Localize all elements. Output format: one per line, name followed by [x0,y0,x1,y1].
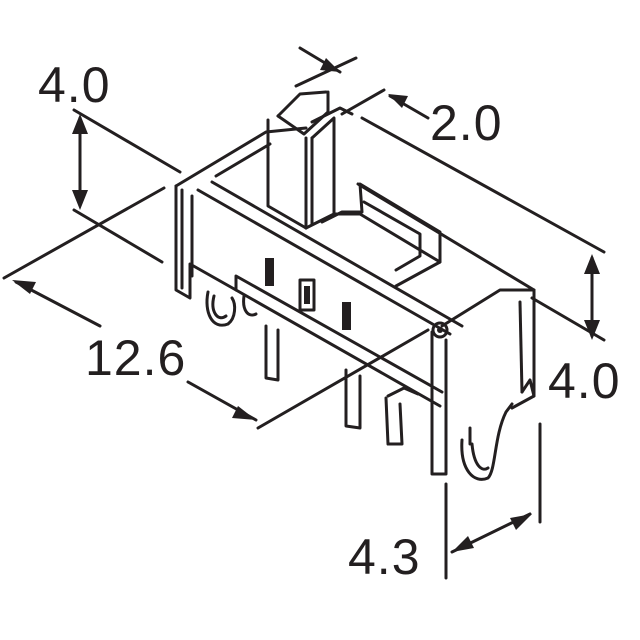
terminal-slots [265,258,351,330]
dimension-label-length: 12.6 [85,330,187,386]
dimension-pin-pitch [444,422,542,580]
terminal-pins [205,290,536,481]
dimension-height-right [360,116,606,342]
dimension-length [2,186,430,430]
dimension-label-height-left: 4.0 [38,57,111,113]
dimension-label-pin-pitch: 4.3 [348,529,421,585]
slider-actuator [266,90,442,288]
dimension-height-left [72,108,182,264]
dimension-label-width-top: 2.0 [430,95,503,151]
dimension-label-height-right: 4.0 [548,353,621,409]
mounting-bracket-right [430,321,449,476]
switch-housing [174,106,536,410]
dimension-width-top [294,46,430,120]
